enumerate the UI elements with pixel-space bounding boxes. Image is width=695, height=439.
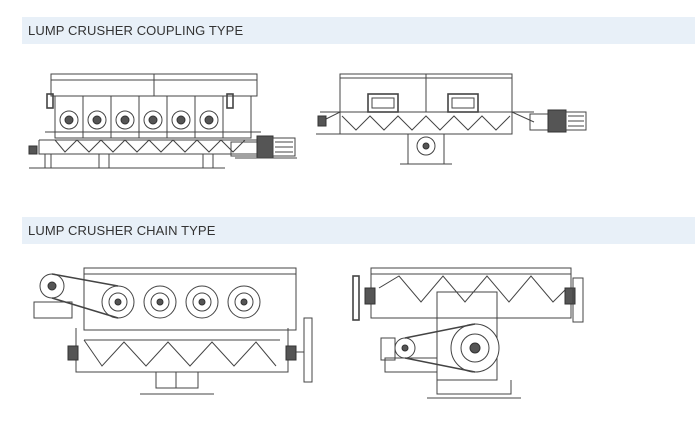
section-header-chain-type: LUMP CRUSHER CHAIN TYPE xyxy=(22,217,695,244)
coupling-side-view-drawing xyxy=(312,70,592,170)
coupling-front-view-drawing xyxy=(25,70,305,175)
chain-front-view-drawing xyxy=(28,262,320,404)
section-title: LUMP CRUSHER CHAIN TYPE xyxy=(28,223,216,238)
section-title: LUMP CRUSHER COUPLING TYPE xyxy=(28,23,244,38)
section-header-coupling-type: LUMP CRUSHER COUPLING TYPE xyxy=(22,17,695,44)
chain-side-view-drawing xyxy=(345,262,590,404)
